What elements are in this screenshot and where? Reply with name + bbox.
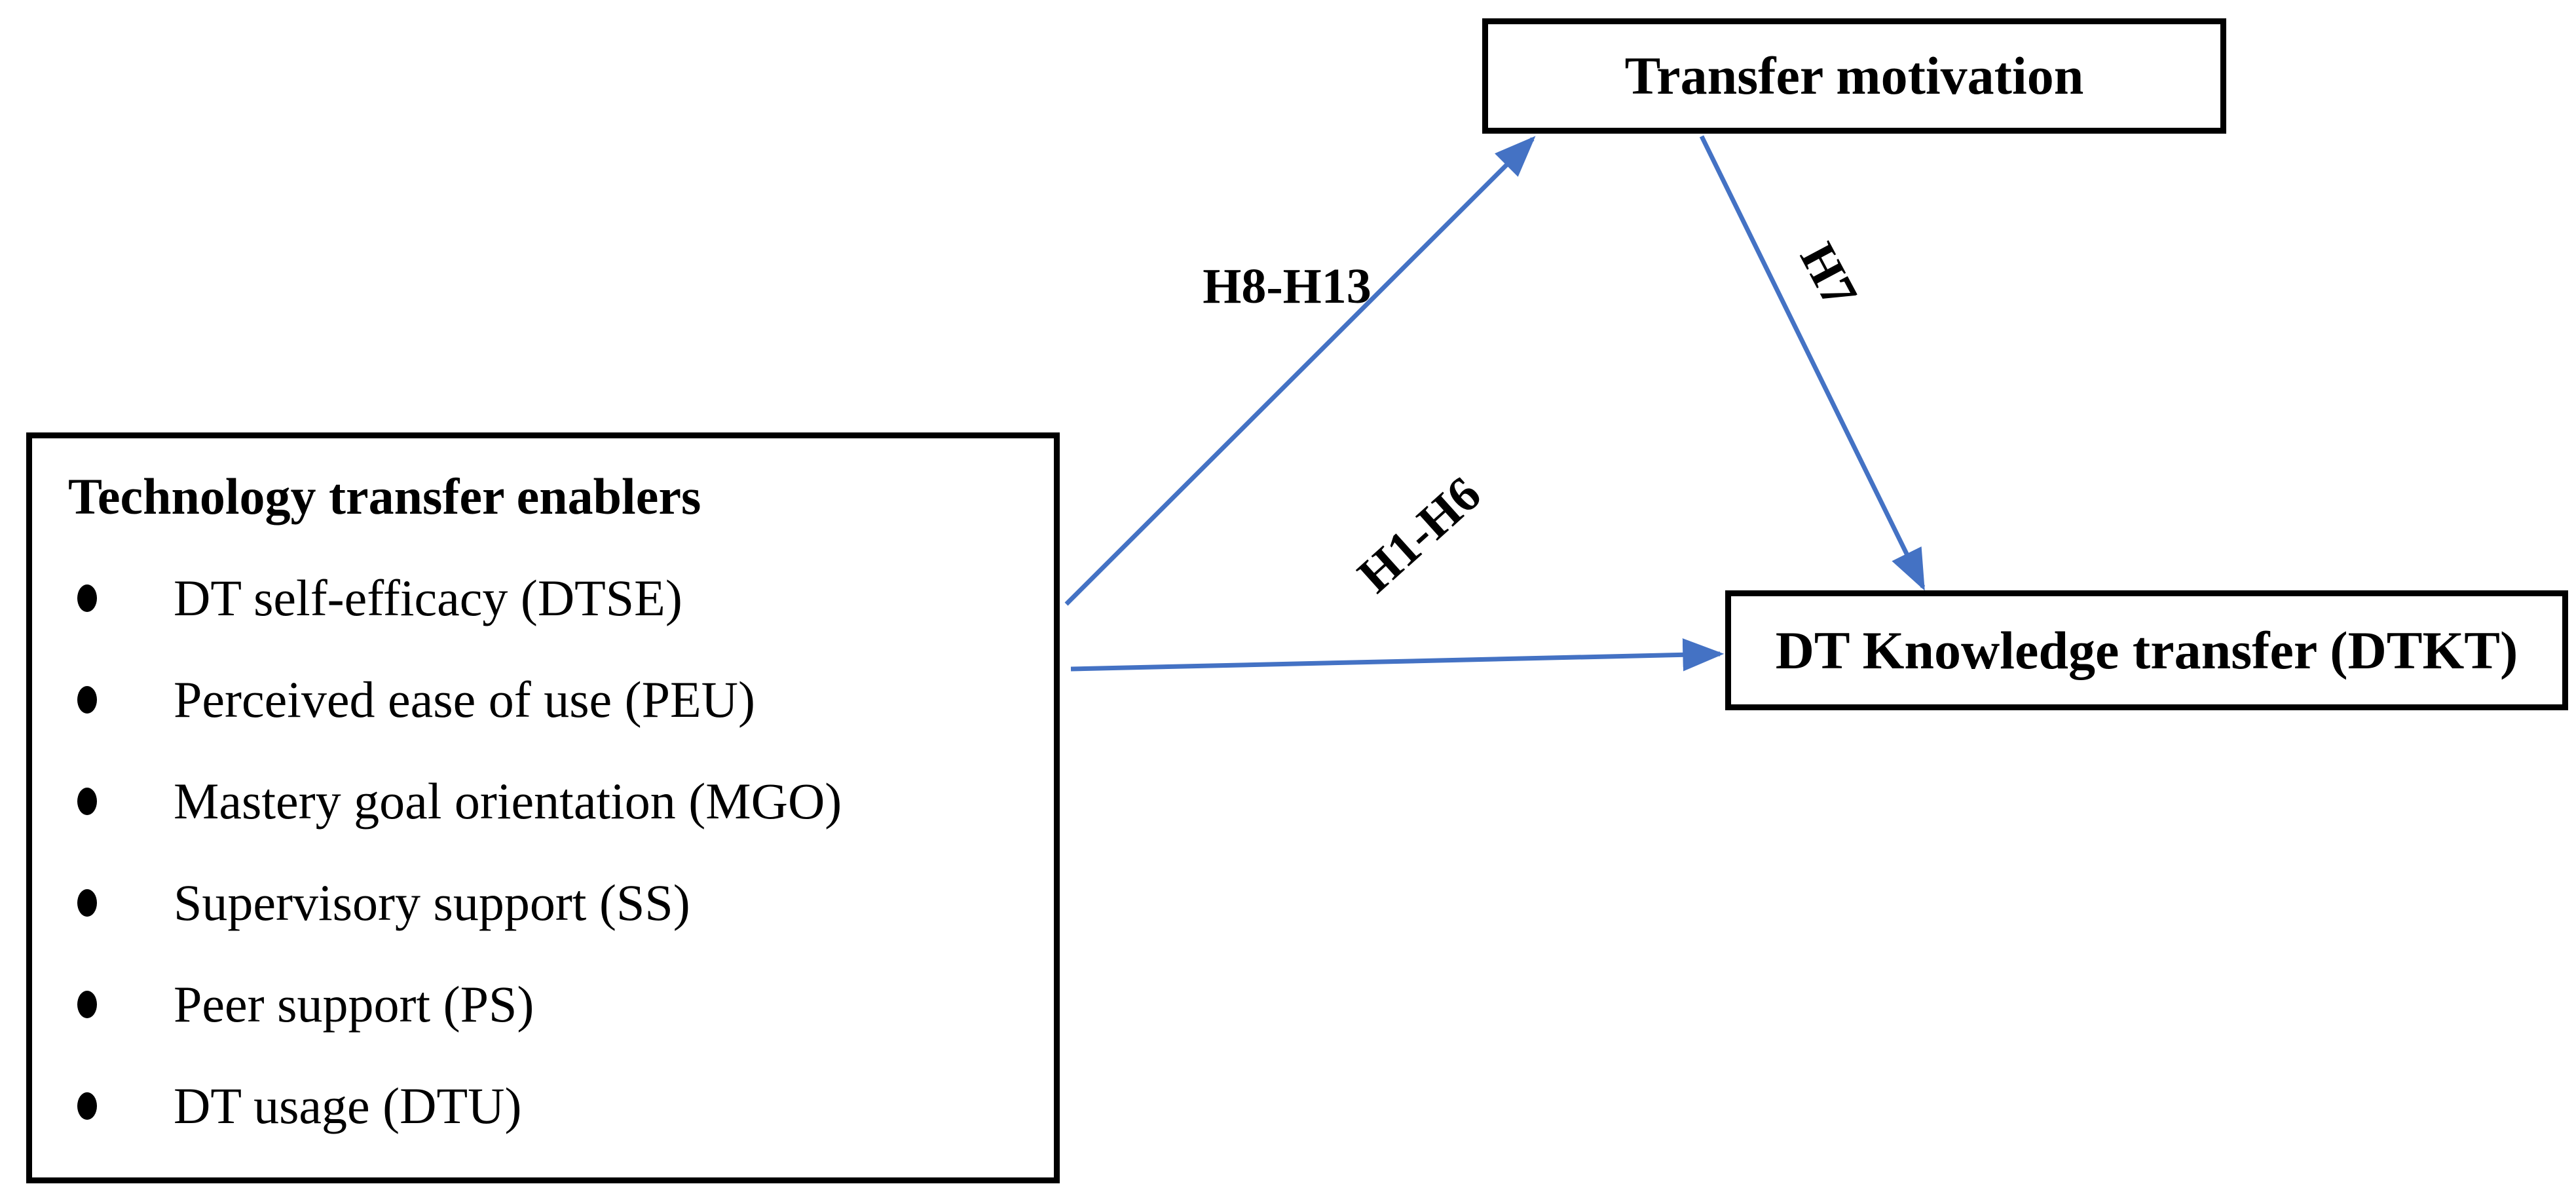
bullet-icon [77,889,97,917]
enablers-box: Technology transfer enablers DT self-eff… [26,432,1060,1183]
list-item: Mastery goal orientation (MGO) [68,776,1034,827]
enabler-label-mgo: Mastery goal orientation (MGO) [174,773,842,830]
list-item: DT self-efficacy (DTSE) [68,573,1034,624]
enabler-label-ps: Peer support (PS) [174,976,534,1033]
arrow-enablers-to-motivation [1064,136,1536,606]
list-item: Peer support (PS) [68,979,1034,1030]
bullet-icon [77,788,97,815]
list-item: Perceived ease of use (PEU) [68,674,1034,725]
bullet-icon [77,686,97,714]
knowledge-transfer-label: DT Knowledge transfer (DTKT) [1775,620,2518,680]
bullet-icon [77,1092,97,1120]
knowledge-transfer-box: DT Knowledge transfer (DTKT) [1725,590,2568,710]
bullet-icon [77,991,97,1018]
arrow-enablers-to-knowledge [1070,638,1725,672]
enablers-box-title: Technology transfer enablers [68,468,701,525]
bullet-icon [77,584,97,612]
enabler-label-dtu: DT usage (DTU) [174,1077,522,1134]
transfer-motivation-label: Transfer motivation [1624,46,2084,105]
enabler-label-ss: Supervisory support (SS) [174,874,690,931]
hypothesis-label-h8-h13: H8-H13 [1203,259,1372,314]
list-item: DT usage (DTU) [68,1080,1034,1132]
enabler-label-peu: Perceived ease of use (PEU) [174,671,755,728]
transfer-motivation-box: Transfer motivation [1482,18,2226,134]
enabler-label-dtse: DT self-efficacy (DTSE) [174,569,682,626]
list-item: Supervisory support (SS) [68,877,1034,928]
arrow-motivation-to-knowledge [1699,135,1926,591]
